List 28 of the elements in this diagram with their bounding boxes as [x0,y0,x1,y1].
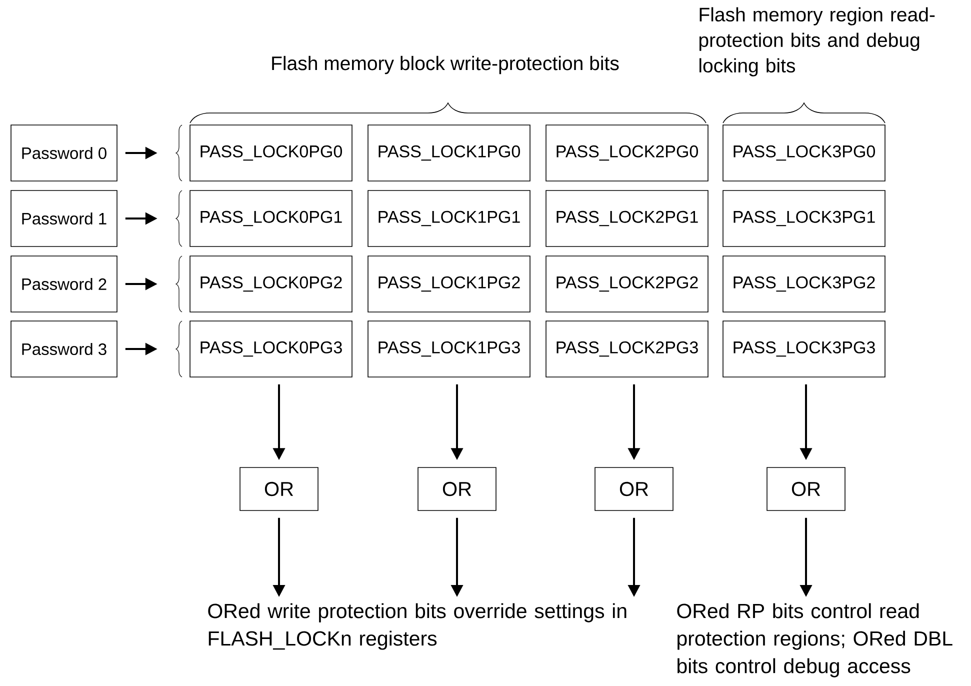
register-box: PASS_LOCK2PG3 [546,320,708,378]
register-box: PASS_LOCK0PG1 [190,190,352,247]
password-box: Password 1 [10,190,118,247]
heading-text: Flash memory region read-protection bits and debug locking bits [699,7,935,76]
register-box: PASS_LOCK3PG1 [722,190,886,247]
register-box: PASS_LOCK0PG0 [190,124,352,182]
register-box: PASS_LOCK0PG3 [190,320,352,378]
register-box: PASS_LOCK1PG2 [368,256,530,312]
register-box: PASS_LOCK3PG2 [722,256,886,312]
register-box: PASS_LOCK1PG0 [368,124,530,182]
register-box: PASS_LOCK3PG0 [722,124,886,182]
register-box: PASS_LOCK3PG3 [722,320,886,378]
register-box: PASS_LOCK2PG2 [546,256,708,312]
note-text: ORed RP bits control read protection regions; ORed DBL bits control debug access [677,603,952,678]
or-box: OR [418,467,496,511]
register-box: PASS_LOCK0PG2 [190,256,352,312]
register-box: PASS_LOCK1PG1 [368,190,530,247]
password-box: Password 2 [10,256,118,312]
or-box: OR [240,467,318,511]
register-box: PASS_LOCK2PG0 [546,124,708,182]
heading-text: Flash memory block write-protection bits [272,56,619,74]
register-box: PASS_LOCK2PG1 [546,190,708,247]
or-box: OR [594,467,674,511]
or-box: OR [766,467,846,511]
register-box: PASS_LOCK1PG3 [368,320,530,378]
note-text: ORed write protection bits override settings in FLASH_LOCKn registers [208,603,626,650]
password-box: Password 3 [10,320,118,378]
password-box: Password 0 [10,124,118,182]
